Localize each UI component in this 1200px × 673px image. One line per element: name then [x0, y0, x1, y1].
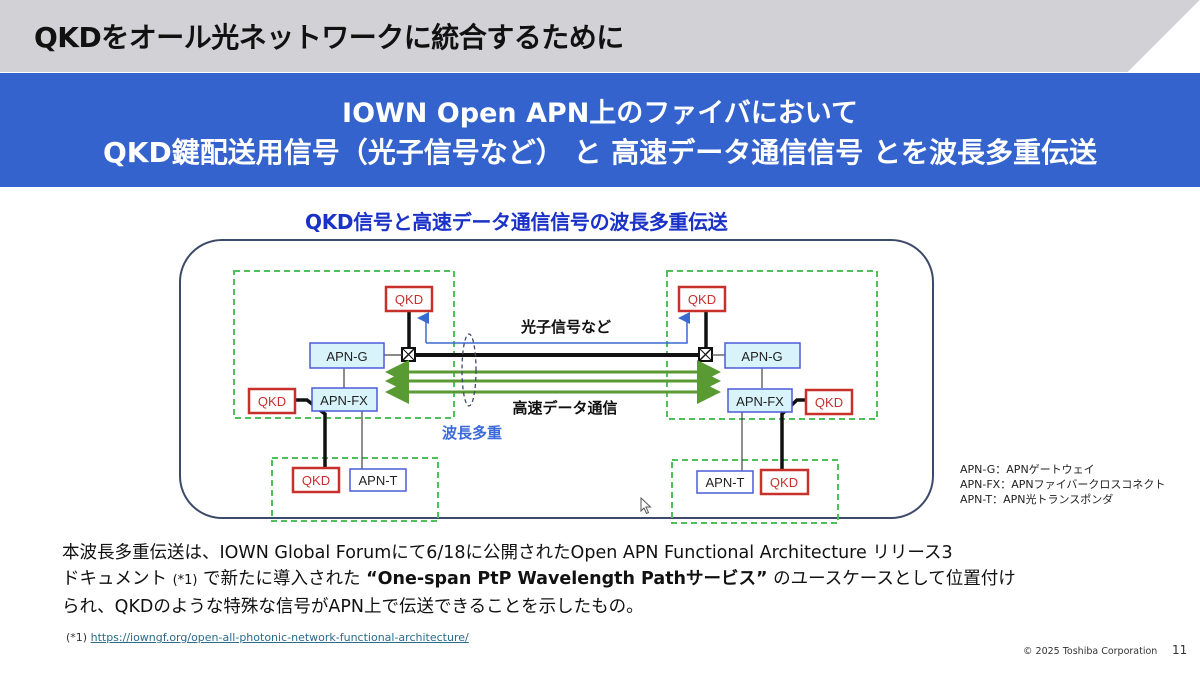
wdm-ellipse: [461, 333, 477, 407]
header-bar: [0, 0, 1200, 72]
description-line-3: られ、QKDのような特殊な信号がAPN上で伝送できることを示したもの。: [62, 597, 644, 617]
svg-text:QKD: QKD: [395, 292, 423, 307]
header-corner-decoration: [1128, 0, 1200, 72]
headline-banner: IOWN Open APN上のファイバにおいて QKD鍵配送用信号（光子信号など…: [0, 73, 1200, 187]
apn-fx-right: APN-FX: [727, 388, 793, 413]
abbreviation-legend: APN-G：APNゲートウェイ APN-FX：APNファイバークロスコネクト A…: [960, 462, 1165, 507]
banner-line-1: IOWN Open APN上のファイバにおいて: [342, 98, 858, 129]
description-line-1: 本波長多重伝送は、IOWN Global Forumにて6/18に公開されたOp…: [62, 543, 953, 563]
right-remote-group: [671, 459, 839, 524]
svg-text:QKD: QKD: [302, 473, 330, 488]
legend-item-apn-fx: APN-FX：APNファイバークロスコネクト: [960, 478, 1166, 491]
qkd-node-left-top: QKD: [384, 285, 434, 313]
service-name: “One-span PtP Wavelength Pathサービス”: [366, 569, 768, 589]
svg-text:QKD: QKD: [815, 395, 843, 410]
reference-marker: (*1): [172, 573, 198, 588]
footnote: (*1) https://iowngf.org/open-all-photoni…: [66, 631, 469, 644]
diagram-title: QKD信号と高速データ通信信号の波長多重伝送: [305, 210, 728, 234]
qkd-node-left-mid: QKD: [247, 387, 297, 415]
svg-text:APN-G: APN-G: [741, 349, 782, 364]
qkd-node-right-mid: QKD: [804, 388, 854, 416]
copyright: © 2025 Toshiba Corporation: [1023, 646, 1158, 657]
page-number: 11: [1172, 643, 1188, 657]
svg-text:QKD: QKD: [258, 394, 286, 409]
photon-signal-line: [426, 312, 690, 344]
description-line-2: ドキュメント (*1) で新たに導入された “One-span PtP Wave…: [62, 569, 1016, 589]
qkd-node-left-bottom: QKD: [291, 466, 341, 494]
legend-item-apn-g: APN-G：APNゲートウェイ: [960, 463, 1095, 476]
coupler-right: [698, 347, 713, 362]
svg-text:QKD: QKD: [688, 292, 716, 307]
svg-text:QKD: QKD: [770, 475, 798, 490]
svg-text:APN-FX: APN-FX: [736, 394, 784, 409]
data-signal-label: 高速データ通信: [512, 399, 617, 417]
coupler-left: [401, 347, 416, 362]
right-site-group: [666, 270, 878, 420]
page-title: QKDをオール光ネットワークに統合するために: [34, 21, 624, 54]
svg-text:APN-T: APN-T: [706, 475, 745, 490]
svg-text:APN-T: APN-T: [359, 473, 398, 488]
photon-signal-label: 光子信号など: [520, 318, 611, 336]
banner-line-2: QKD鍵配送用信号（光子信号など） と 高速データ通信信号 とを波長多重伝送: [103, 136, 1097, 169]
qkd-node-right-top: QKD: [677, 285, 727, 313]
apn-fx-left: APN-FX: [311, 387, 378, 412]
apn-t-left: APN-T: [349, 468, 407, 492]
svg-text:APN-FX: APN-FX: [320, 393, 368, 408]
apn-g-right: APN-G: [724, 342, 801, 369]
legend-item-apn-t: APN-T：APN光トランスポンダ: [960, 493, 1114, 506]
wdm-label: 波長多重: [442, 424, 502, 442]
qkd-node-right-bottom: QKD: [759, 468, 810, 496]
footnote-ref: (*1): [66, 631, 88, 644]
apn-t-right: APN-T: [696, 470, 754, 494]
description-text: 本波長多重伝送は、IOWN Global Forumにて6/18に公開されたOp…: [62, 540, 1182, 620]
left-site-group: [233, 270, 455, 419]
svg-text:APN-G: APN-G: [326, 349, 367, 364]
mouse-cursor-icon: [640, 496, 652, 519]
apn-g-left: APN-G: [309, 342, 385, 369]
left-remote-group: [271, 457, 439, 522]
footnote-link[interactable]: https://iowngf.org/open-all-photonic-net…: [90, 631, 469, 644]
